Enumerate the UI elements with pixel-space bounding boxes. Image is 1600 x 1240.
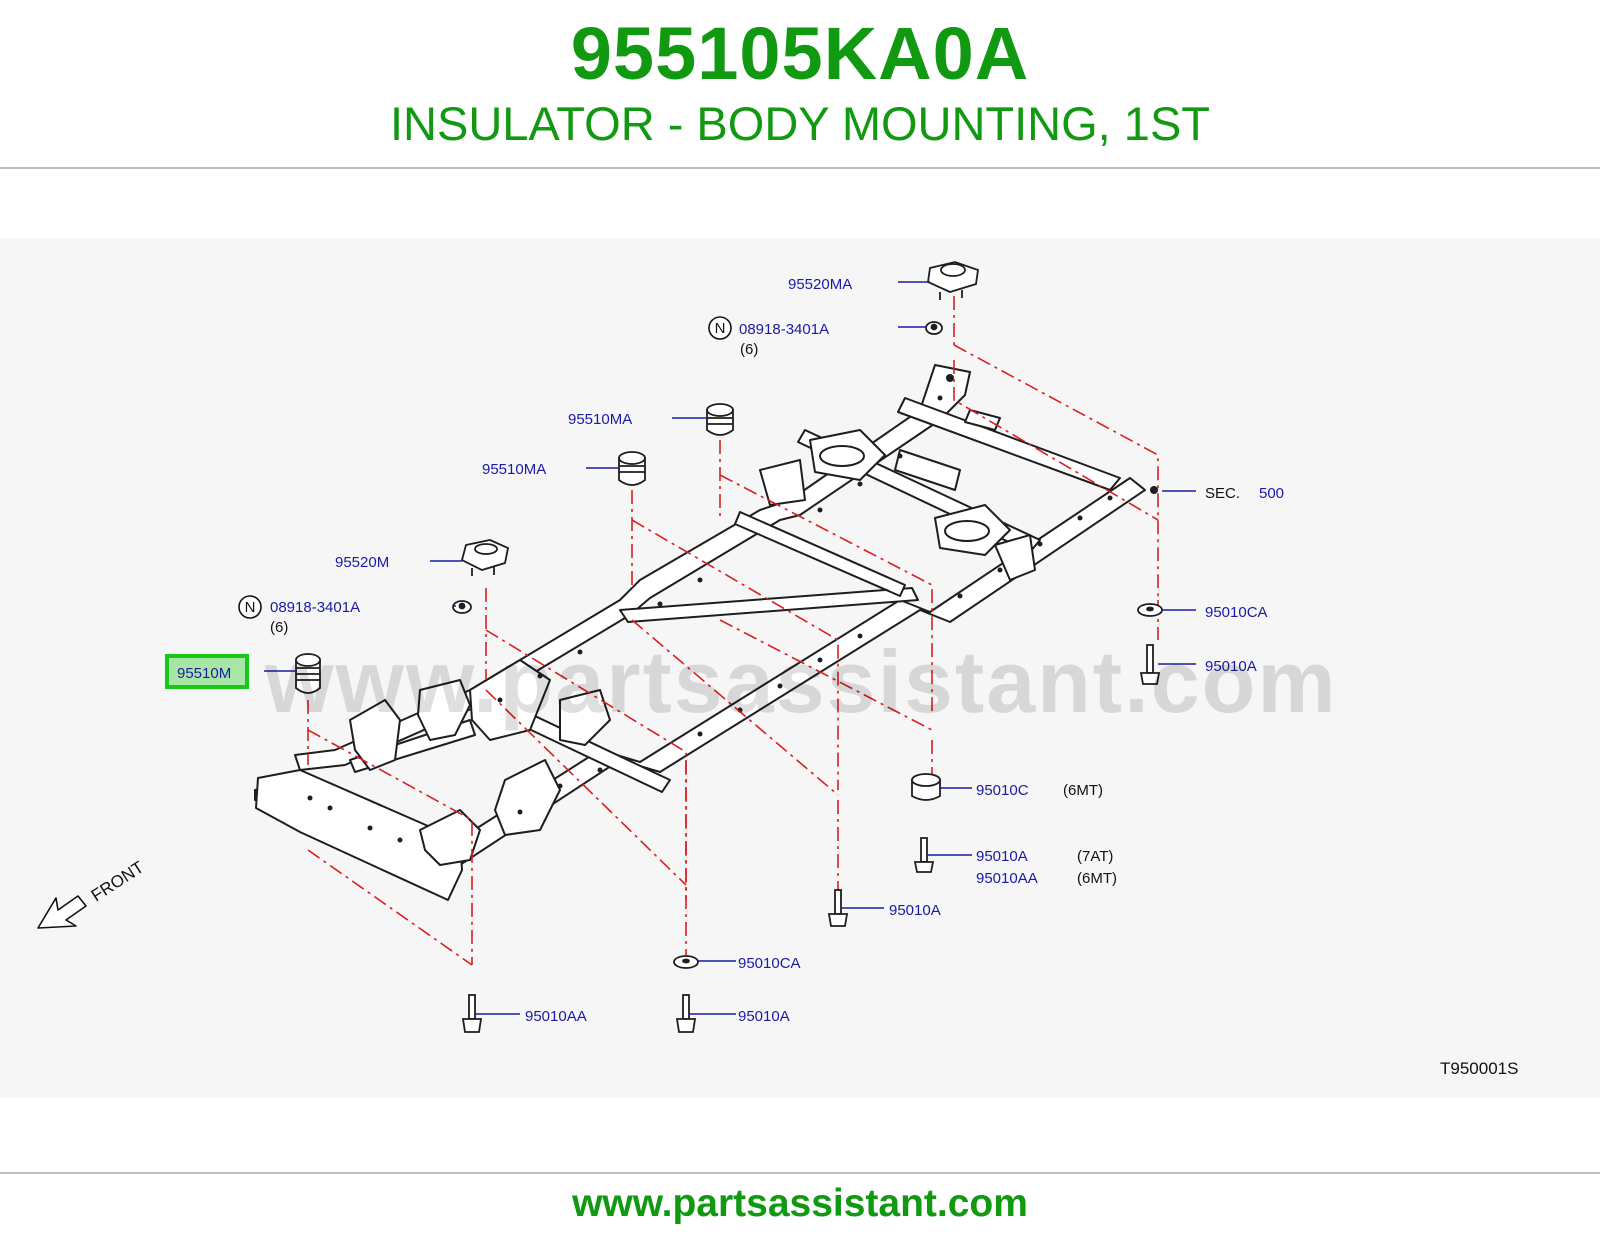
bolt-95010a-7at-icon <box>913 837 935 873</box>
bolt-95010aa-bottom-icon <box>461 994 483 1033</box>
label-sec: SEC. <box>1205 485 1240 502</box>
label-95010aa-bottom[interactable]: 95010AA <box>525 1008 587 1025</box>
label-95010ca-right[interactable]: 95010CA <box>1205 604 1268 621</box>
label-08918-3401a-top[interactable]: 08918-3401A <box>739 321 829 338</box>
washer-95010ca-bottom-icon <box>673 955 699 969</box>
spacer-95010c-icon <box>911 773 941 801</box>
insulator-95510ma-a-icon <box>706 403 734 436</box>
label-95010a-bottom[interactable]: 95010A <box>738 1008 790 1025</box>
part-name-subtitle: INSULATOR - BODY MOUNTING, 1ST <box>390 97 1210 150</box>
figure-code: T950001S <box>1440 1059 1518 1078</box>
insulator-95510ma-b-icon <box>618 451 646 486</box>
label-95520ma[interactable]: 95520MA <box>788 276 852 293</box>
label-95520m[interactable]: 95520M <box>335 554 389 571</box>
nut-top-icon <box>925 321 943 335</box>
label-95010aa-6mt[interactable]: 95010AA <box>976 870 1038 887</box>
n-mark-top: N <box>715 320 726 337</box>
label-08918-3401a-mid[interactable]: 08918-3401A <box>270 599 360 616</box>
watermark: www.partsassistant.com <box>264 632 1338 731</box>
mount-95520ma-icon <box>927 261 979 300</box>
n-marks <box>238 316 732 619</box>
label-95010a-mid[interactable]: 95010A <box>889 902 941 919</box>
header-divider <box>0 167 1600 169</box>
note-6mt: (6MT) <box>1077 870 1117 887</box>
n-mark-mid: N <box>245 599 256 616</box>
label-95510ma-b[interactable]: 95510MA <box>482 461 546 478</box>
label-95510m-highlighted[interactable]: 95510M <box>177 665 231 682</box>
nut-mid-icon <box>452 600 472 614</box>
footer-divider <box>0 1172 1600 1174</box>
footer-website-link[interactable]: www.partsassistant.com <box>572 1182 1028 1225</box>
note-7at: (7AT) <box>1077 848 1113 865</box>
label-95510ma-a[interactable]: 95510MA <box>568 411 632 428</box>
label-95010a-7at[interactable]: 95010A <box>976 848 1028 865</box>
washer-95010ca-right-icon <box>1137 603 1163 617</box>
label-sec-500[interactable]: 500 <box>1259 485 1284 502</box>
qty-top: (6) <box>740 341 758 358</box>
part-icons <box>295 261 1163 1033</box>
front-arrow-icon <box>37 895 87 929</box>
bolt-95010a-bottom-icon <box>675 994 697 1033</box>
bolt-95010a-mid-icon <box>827 889 849 927</box>
frame-holes <box>307 374 1158 843</box>
label-95010ca-bottom[interactable]: 95010CA <box>738 955 801 972</box>
callout-leaders <box>264 281 1196 1015</box>
label-95010c[interactable]: 95010C <box>976 782 1029 799</box>
n-circle-top-icon <box>708 316 732 340</box>
n-circle-mid-icon <box>238 595 262 619</box>
part-number-title: 955105KA0A <box>570 12 1030 95</box>
mount-95520m-icon <box>460 539 510 576</box>
qty-mid: (6) <box>270 619 288 636</box>
note-95010c-6mt: (6MT) <box>1063 782 1103 799</box>
vehicle-frame <box>254 364 1146 901</box>
label-95010a-right[interactable]: 95010A <box>1205 658 1257 675</box>
highlighted-part-box <box>165 654 249 689</box>
bolt-95010a-right-icon <box>1139 644 1161 685</box>
insulator-95510m-icon <box>295 653 321 694</box>
